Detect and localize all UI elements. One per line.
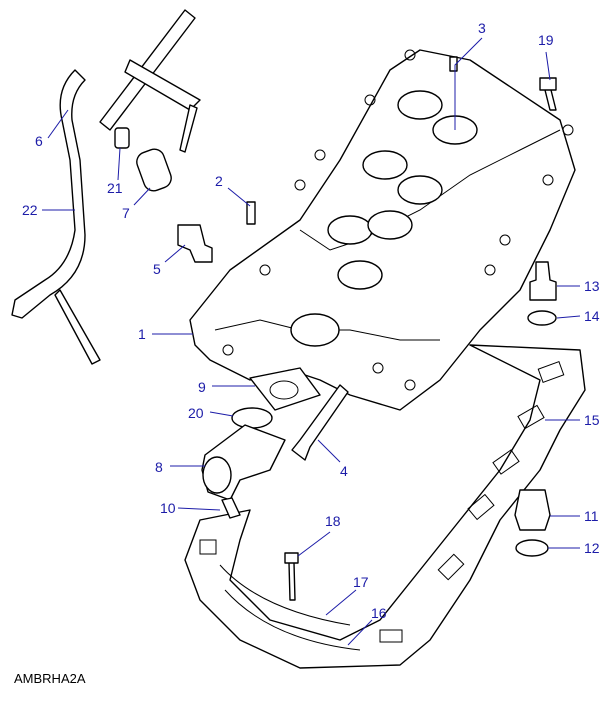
- callout-15: 15: [584, 412, 600, 428]
- callout-6: 6: [35, 133, 43, 149]
- callout-7: 7: [122, 205, 130, 221]
- hose: [136, 148, 172, 192]
- callout-1: 1: [138, 326, 146, 342]
- callout-19: 19: [538, 32, 554, 48]
- callout-12: 12: [584, 540, 600, 556]
- temperature-sensor-13: [529, 261, 557, 301]
- thermostat: [231, 407, 273, 429]
- callout-22: 22: [22, 202, 38, 218]
- callout-3: 3: [478, 20, 486, 36]
- callout-21: 21: [107, 180, 123, 196]
- callout-11: 11: [584, 508, 599, 524]
- coolant-pipe: [11, 69, 86, 319]
- manifold-gasket: [184, 344, 586, 669]
- callout-8: 8: [155, 459, 163, 475]
- callout-14: 14: [584, 308, 600, 324]
- callout-13: 13: [584, 278, 600, 294]
- callout-20: 20: [188, 405, 204, 421]
- plug: [177, 224, 213, 263]
- callout-leaders: [42, 37, 581, 646]
- temperature-sensor-11: [514, 489, 551, 531]
- callout-10: 10: [160, 500, 176, 516]
- callout-17: 17: [353, 574, 369, 590]
- callout-5: 5: [153, 261, 161, 277]
- callout-18: 18: [325, 513, 341, 529]
- callout-4: 4: [340, 463, 348, 479]
- callout-9: 9: [198, 379, 206, 395]
- callout-2: 2: [215, 173, 223, 189]
- callout-16: 16: [371, 605, 387, 621]
- diagram-reference-code: AMBRHA2A: [14, 671, 86, 686]
